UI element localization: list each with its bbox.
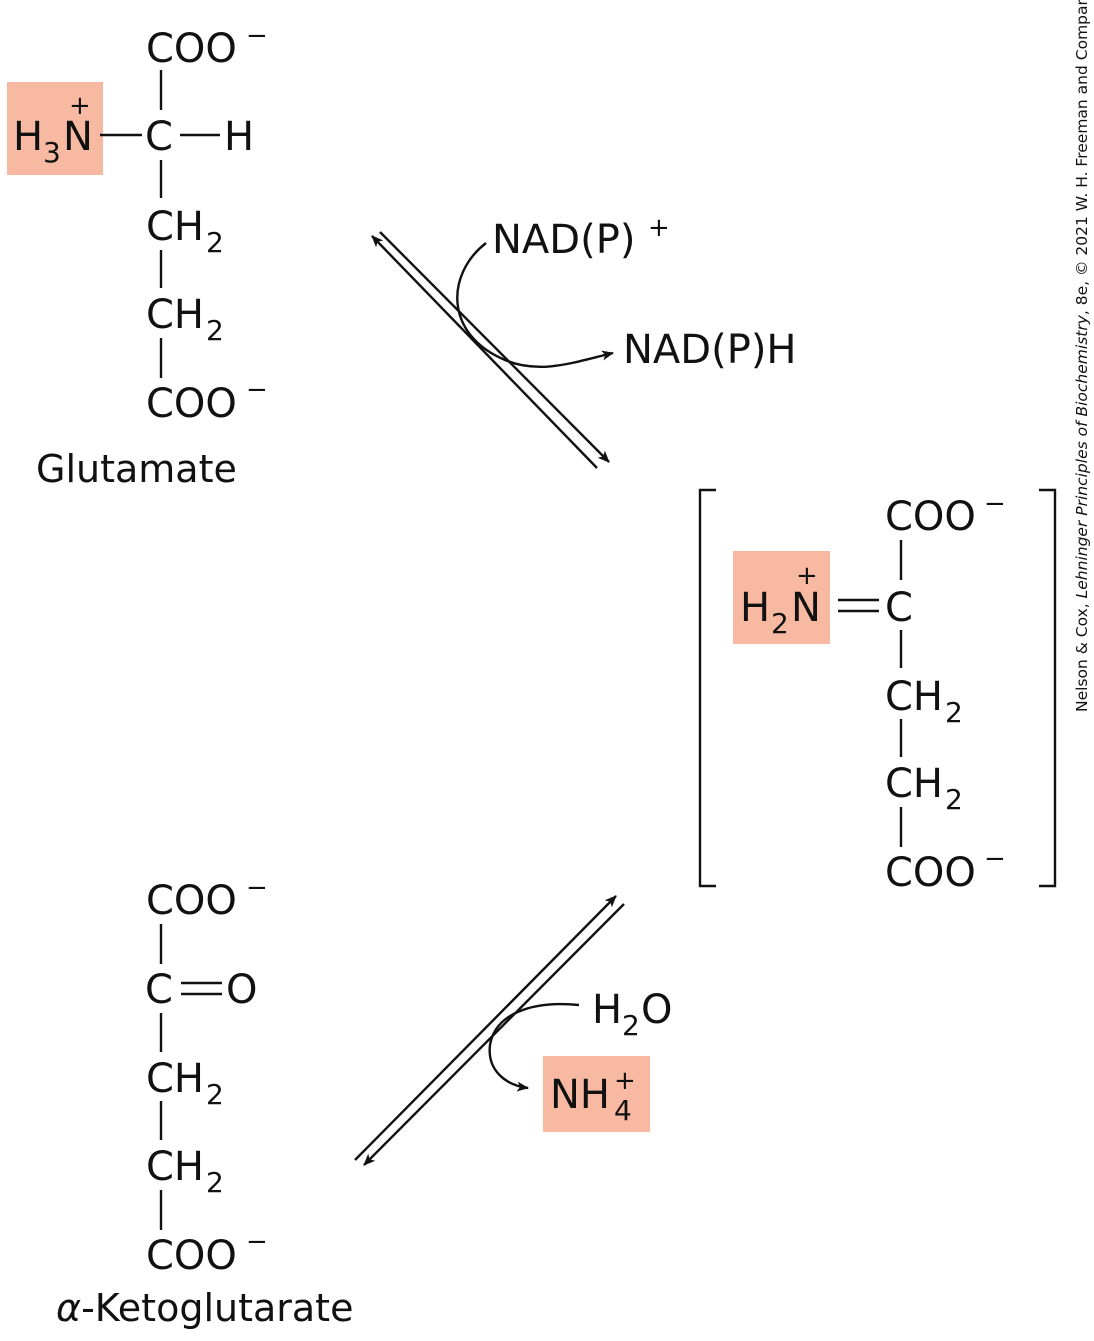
forward-arrow [354, 895, 617, 1161]
intermediate-ch2-a: CH [885, 674, 943, 720]
intermediate-imine-sub: 2 [771, 607, 789, 640]
glutamate-label: Glutamate [36, 447, 237, 491]
glutamate-amine-sub: 3 [43, 136, 61, 169]
glutamate-top-charge: − [246, 21, 268, 51]
intermediate-imine-plus: + [796, 561, 818, 591]
keto-top-coo: COO [146, 878, 237, 924]
intermediate-top-coo: COO [885, 494, 976, 540]
intermediate-alpha-c: C [885, 585, 913, 631]
ammonium-charge: + [614, 1066, 636, 1096]
keto-top-charge: − [246, 873, 268, 903]
imine-highlight [733, 551, 830, 644]
ketoglutarate-label-rest: -Ketoglutarate [81, 1286, 353, 1330]
intermediate-ch2-a-sub: 2 [945, 696, 963, 729]
left-bracket [698, 488, 716, 888]
step1-equilibrium-arrows: NAD(P) + NAD(P)H [371, 213, 797, 469]
hydrolysis-curved-arrow [488, 1002, 580, 1092]
glutamate-amine-h: H [13, 114, 43, 160]
credit-title: Lehninger Principles of Biochemistry [1073, 314, 1091, 598]
water-h: H [592, 987, 622, 1033]
intermediate-imine-h: H [740, 585, 770, 631]
credit-authors: Nelson & Cox, [1073, 598, 1091, 712]
keto-o: O [226, 967, 257, 1013]
glutamate-top-coo: COO [146, 26, 237, 72]
cofactor-in: NAD(P) [492, 217, 635, 263]
keto-bottom-coo: COO [146, 1233, 237, 1279]
glutamate-ch2-a: CH [146, 204, 204, 250]
imine-intermediate: COO − H 2 N + C CH 2 CH 2 COO − [698, 488, 1057, 896]
glutamate-bottom-coo: COO [146, 381, 237, 427]
keto-ch2-a-sub: 2 [206, 1078, 224, 1111]
cofactor-curved-arrow [456, 242, 614, 368]
ketoglutarate-structure: COO − C O CH 2 CH 2 COO − α-Ketoglutarat… [56, 873, 353, 1330]
glutamate-ch2-a-sub: 2 [206, 226, 224, 259]
intermediate-top-charge: − [984, 489, 1006, 519]
credit-line: Nelson & Cox, Lehninger Principles of Bi… [1073, 0, 1091, 712]
ammonium-sub: 4 [614, 1094, 632, 1127]
glutamate-bottom-charge: − [246, 375, 268, 405]
intermediate-ch2-b: CH [885, 761, 943, 807]
glutamate-alpha-h: H [224, 114, 254, 160]
reverse-arrow [371, 235, 598, 469]
ketoglutarate-label-greek: α [56, 1286, 81, 1330]
amine-highlight [7, 82, 103, 175]
keto-c: C [145, 967, 173, 1013]
ammonium-nh: NH [550, 1072, 610, 1118]
step2-equilibrium-arrows: H 2 O NH 4 + [354, 895, 672, 1166]
cofactor-in-charge: + [648, 213, 670, 243]
intermediate-imine-n: N [791, 585, 821, 631]
glutamate-structure: COO − H 3 N + C H CH 2 CH 2 COO − Glutam… [7, 21, 268, 491]
intermediate-bottom-charge: − [984, 844, 1006, 874]
ketoglutarate-label: α-Ketoglutarate [56, 1286, 353, 1330]
keto-ch2-b-sub: 2 [206, 1166, 224, 1199]
keto-ch2-b: CH [146, 1144, 204, 1190]
intermediate-bottom-coo: COO [885, 850, 976, 896]
forward-arrow [379, 231, 610, 463]
water-sub: 2 [622, 1009, 640, 1042]
ammonium-highlight [543, 1056, 650, 1132]
glutamate-alpha-c: C [145, 114, 173, 160]
credit-publisher: , 8e, © 2021 W. H. Freeman and Company [1073, 0, 1091, 315]
right-bracket [1039, 488, 1057, 888]
glutamate-amine-plus: + [69, 91, 91, 121]
keto-bottom-charge: − [246, 1227, 268, 1257]
water-o: O [641, 987, 672, 1033]
cofactor-out: NAD(P)H [623, 327, 797, 373]
keto-ch2-a: CH [146, 1056, 204, 1102]
glutamate-ch2-b-sub: 2 [206, 314, 224, 347]
glutamate-ch2-b: CH [146, 292, 204, 338]
glutamate-amine-n: N [63, 114, 93, 160]
intermediate-ch2-b-sub: 2 [945, 783, 963, 816]
